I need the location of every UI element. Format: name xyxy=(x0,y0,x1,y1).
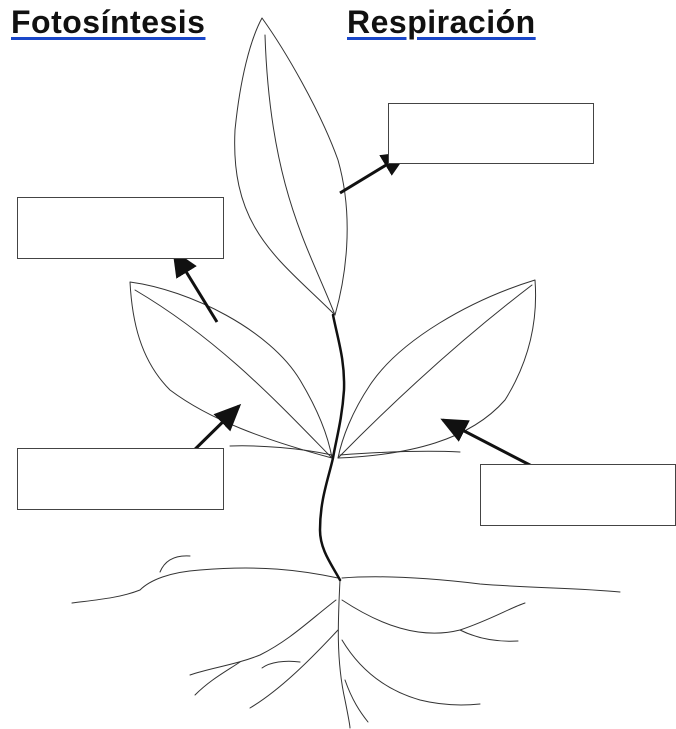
root-right-lower xyxy=(342,600,525,633)
label-box-lower-left[interactable] xyxy=(17,448,224,510)
label-box-top-right[interactable] xyxy=(388,103,594,164)
root-right-bottom xyxy=(342,640,480,705)
top-leaf-vein xyxy=(265,35,335,315)
main-root xyxy=(338,580,350,728)
label-box-lower-right[interactable] xyxy=(480,464,676,526)
left-leaf-vein xyxy=(135,290,332,458)
right-leaf-vein xyxy=(338,285,532,458)
left-leaf xyxy=(130,282,332,458)
label-box-upper-left[interactable] xyxy=(17,197,224,259)
top-leaf xyxy=(235,18,348,315)
root-left-lower xyxy=(190,600,336,675)
root-left-bottom xyxy=(250,630,338,708)
root-left-long xyxy=(72,568,338,603)
right-leaf xyxy=(338,280,536,458)
root-right-long xyxy=(342,577,620,592)
arrow-left-upper xyxy=(174,252,217,322)
